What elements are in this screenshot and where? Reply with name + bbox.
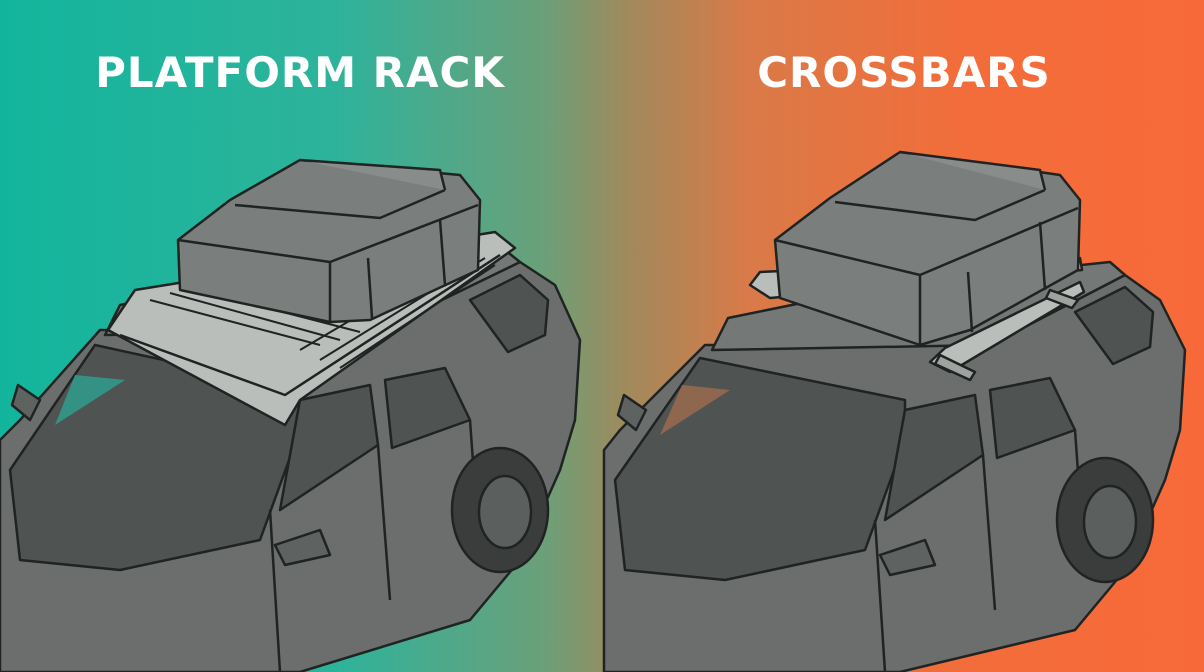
car-illustration <box>602 260 1187 672</box>
cargo-bag-icon <box>176 158 482 324</box>
cargo-bag-icon <box>773 150 1082 347</box>
crossbars-title: CROSSBARS <box>757 48 1051 97</box>
platform-rack-title: PLATFORM RACK <box>95 48 505 97</box>
car-illustration <box>0 248 582 672</box>
